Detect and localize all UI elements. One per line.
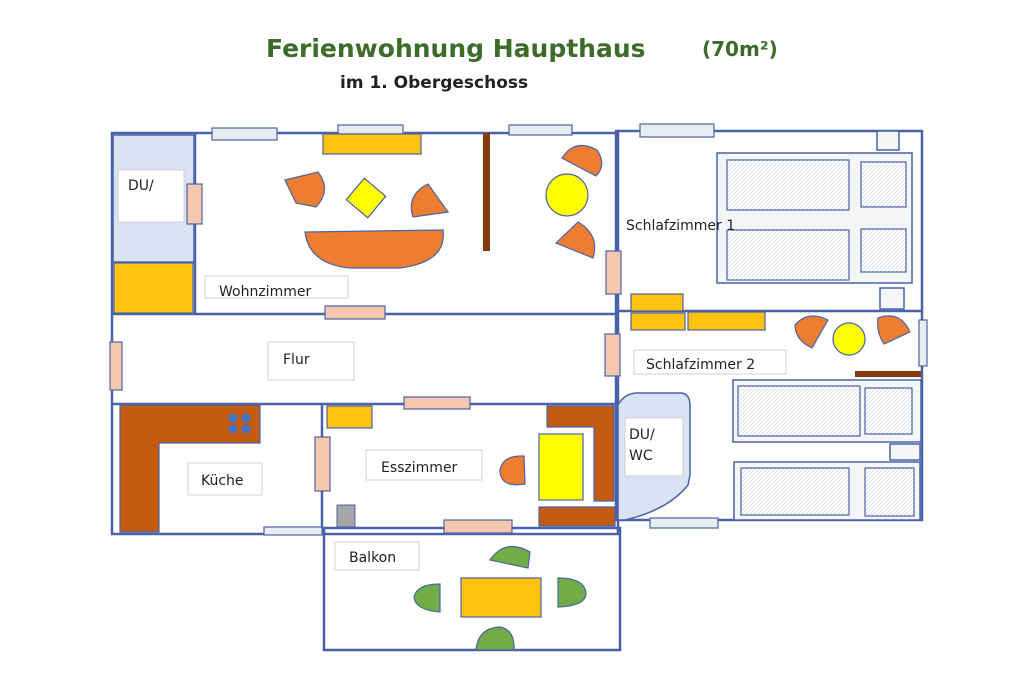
armchair-right — [410, 183, 450, 218]
dining-bench-bottom — [538, 506, 616, 527]
balcony-chair-right — [557, 577, 587, 608]
armchair-left — [284, 171, 326, 208]
balcony-chair-left — [413, 583, 441, 613]
pillow-1b — [860, 228, 907, 273]
shelf-bedroom2 — [855, 371, 921, 377]
du-top-label-box — [117, 169, 185, 223]
chair-living-bottom — [554, 221, 596, 259]
windows — [211, 123, 928, 529]
pillow-2a — [864, 387, 913, 435]
esszimmer-label-box — [365, 449, 483, 481]
room-label-flur: Flur — [283, 352, 310, 368]
kitchen-counter — [119, 404, 261, 533]
chair-living-top — [561, 144, 603, 177]
chimney — [336, 504, 356, 528]
balkon-label-box — [334, 541, 420, 571]
pillow-1a — [860, 161, 907, 208]
plan-title: Ferienwohnung Haupthaus — [266, 34, 646, 63]
mattress-1a — [726, 159, 850, 211]
pillow-2b — [864, 467, 915, 517]
mattress-2a — [737, 385, 861, 437]
plan-subtitle: im 1. Obergeschoss — [340, 73, 528, 93]
round-table-bedroom — [832, 322, 866, 356]
tv-cabinet — [322, 133, 422, 155]
coffee-table-living — [345, 177, 387, 219]
flur-label-box — [267, 341, 355, 381]
balcony-chair-top — [488, 545, 531, 569]
chair-dining — [499, 455, 526, 486]
balcony-table — [460, 577, 542, 618]
kueche-label-box — [187, 462, 263, 496]
mattress-2b — [740, 467, 850, 516]
room-label-balkon: Balkon — [349, 550, 396, 566]
room-label-schlafzimmer1: Schlafzimmer 1 — [626, 218, 735, 234]
schlafzimmer2-label-box — [633, 349, 787, 375]
mattress-1b — [726, 229, 850, 281]
dining-bench — [546, 405, 615, 502]
stove-icon — [228, 413, 251, 434]
du-wc-label-box — [624, 417, 684, 477]
wohnzimmer-label-box — [204, 275, 349, 299]
room-label-esszimmer: Esszimmer — [381, 460, 458, 476]
room-label-wohnzimmer: Wohnzimmer — [219, 284, 311, 300]
room-label-du-top: DU/ — [128, 178, 154, 194]
wardrobe-b — [630, 312, 686, 331]
cabinet-dining — [326, 405, 373, 429]
room-label-kueche: Küche — [201, 473, 244, 489]
wardrobe-a — [630, 293, 684, 312]
dining-table — [538, 433, 584, 501]
doors — [109, 183, 622, 536]
room-label-du-wc-1: DU/ — [629, 427, 655, 443]
chair-bedroom-right — [877, 315, 911, 345]
balcony-chair-bottom — [475, 626, 515, 651]
nightstand-1b — [879, 287, 905, 310]
room-label-schlafzimmer2: Schlafzimmer 2 — [646, 357, 755, 373]
cabinet-top-left — [113, 262, 194, 314]
chair-bedroom-left — [794, 315, 829, 349]
partition-wall — [483, 133, 490, 251]
wardrobe-c — [687, 311, 766, 331]
nightstand-1a — [876, 130, 900, 151]
sofa — [304, 229, 444, 269]
room-label-du-wc-2: WC — [629, 448, 653, 464]
plan-area: (70m²) — [702, 37, 778, 61]
round-table-living — [545, 173, 589, 217]
nightstand-2 — [889, 443, 921, 461]
